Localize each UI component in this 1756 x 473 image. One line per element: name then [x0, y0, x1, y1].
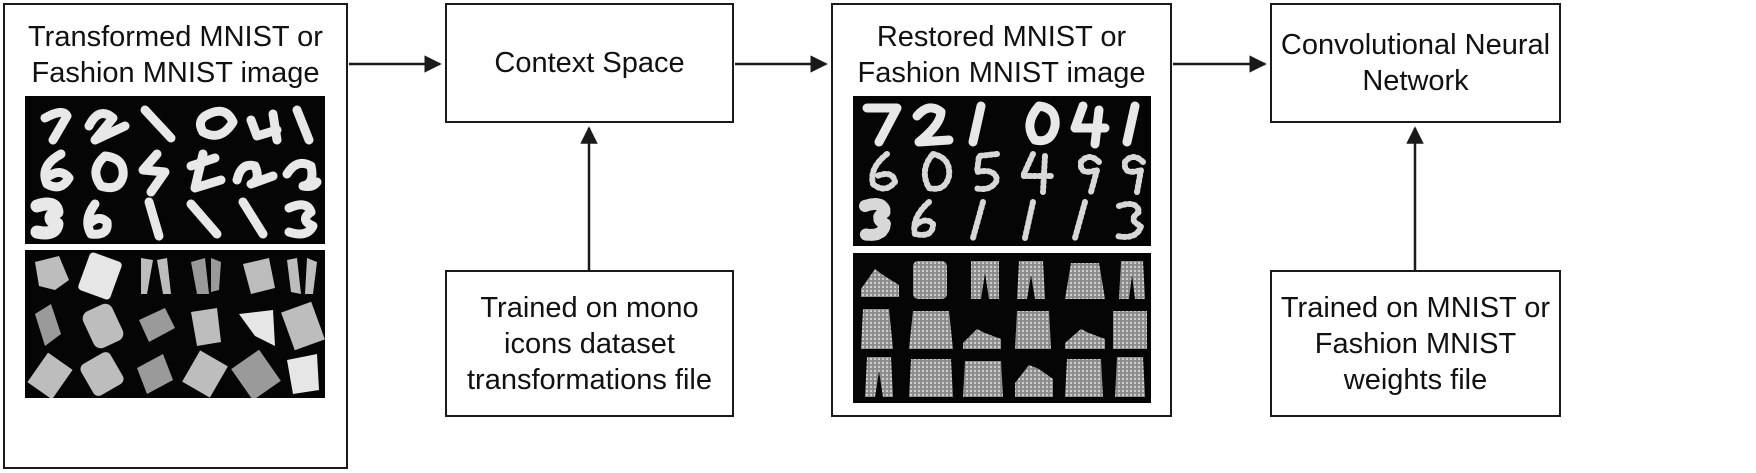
transformed-image-label: Transformed MNIST or Fashion MNIST image	[28, 21, 323, 89]
digit-stroke	[1020, 151, 1054, 195]
garment-shape	[182, 350, 228, 398]
digit-stroke	[238, 197, 268, 239]
digit-stroke	[970, 199, 986, 241]
digit-stroke	[972, 151, 1000, 192]
digit-stroke	[83, 199, 112, 239]
digit-stroke	[1114, 201, 1144, 240]
digit-stroke	[857, 198, 891, 241]
digit-stroke	[186, 199, 222, 239]
transformed-digits-image	[30, 105, 322, 241]
digit-stroke	[144, 197, 164, 241]
garment-shape	[1065, 359, 1103, 397]
garment-shape	[27, 352, 73, 398]
digit-stroke	[921, 151, 953, 192]
garment-shape	[861, 309, 893, 349]
digit-stroke	[1025, 101, 1060, 146]
digit-stroke	[138, 149, 170, 197]
digit-stroke	[40, 108, 72, 145]
digit-stroke	[1072, 199, 1088, 241]
digit-stroke	[292, 105, 314, 145]
digit-stroke	[869, 151, 898, 192]
digit-stroke	[912, 103, 954, 147]
garment-shape	[963, 361, 1003, 397]
garment-shape	[287, 354, 319, 394]
garment-shape	[1015, 311, 1051, 349]
garment-shape	[239, 310, 275, 346]
cnn-label: Convolutional Neural Network	[1280, 29, 1551, 97]
digit-stroke	[84, 109, 130, 145]
garment-shape	[963, 329, 1001, 349]
garment-shape	[137, 354, 173, 394]
digit-stroke	[284, 200, 318, 239]
transformed-fashion-panel	[25, 250, 325, 398]
digit-stroke	[246, 109, 282, 145]
digit-stroke	[1077, 154, 1102, 195]
digit-stroke	[282, 158, 322, 191]
cnn-training-label: Trained on MNIST or Fashion MNIST weight…	[1280, 291, 1551, 396]
restored-image-label: Restored MNIST or Fashion MNIST image	[857, 21, 1146, 89]
digit-stroke	[91, 151, 128, 193]
digit-stroke	[1122, 101, 1140, 147]
digit-stroke	[232, 160, 278, 189]
garment-shape	[243, 258, 275, 294]
garment-shape	[1015, 365, 1053, 397]
cnn-node: Convolutional Neural Network	[1270, 3, 1561, 123]
restored-image-node: Restored MNIST or Fashion MNIST image	[831, 3, 1172, 417]
garment-shape	[865, 357, 893, 397]
context-space-label: Context Space	[494, 47, 685, 79]
cnn-training-node: Trained on MNIST or Fashion MNIST weight…	[1270, 270, 1561, 417]
transformed-mnist-panel	[25, 96, 325, 244]
garment-shape	[1119, 261, 1145, 299]
garment-shape	[191, 308, 221, 346]
garment-shape	[141, 258, 171, 294]
garment-shape	[1115, 357, 1145, 397]
digit-stroke	[186, 149, 226, 193]
garment-shape	[78, 252, 122, 300]
garment-shape	[35, 304, 61, 346]
garment-shape	[82, 303, 124, 349]
digit-stroke	[140, 105, 176, 143]
garment-shape	[231, 349, 281, 398]
restored-digits-image	[857, 101, 1146, 241]
garment-shape	[971, 261, 999, 299]
garment-shape	[35, 256, 69, 290]
digit-stroke	[911, 199, 936, 238]
transformed-fashion-image	[27, 252, 325, 398]
digit-stroke	[195, 106, 238, 140]
digit-stroke	[1022, 199, 1036, 241]
garment-shape	[139, 308, 175, 342]
garment-shape	[281, 301, 325, 351]
restored-fashion-panel	[853, 253, 1151, 403]
garment-shape	[909, 359, 953, 397]
garment-shape	[1065, 329, 1105, 349]
garment-shape	[913, 261, 947, 299]
garment-shape	[1065, 263, 1105, 299]
digit-stroke	[1070, 101, 1110, 149]
restored-mnist-panel	[853, 96, 1151, 246]
digit-stroke	[862, 103, 902, 147]
garment-shape	[80, 352, 124, 396]
digit-stroke	[40, 149, 74, 192]
digit-stroke	[30, 197, 64, 240]
garment-shape	[909, 311, 953, 349]
digit-stroke	[1121, 154, 1146, 195]
context-training-node: Trained on mono icons dataset transforma…	[445, 270, 734, 417]
garment-shape	[861, 269, 899, 297]
restored-fashion-image	[861, 261, 1147, 397]
garment-shape	[191, 258, 221, 294]
context-training-label: Trained on mono icons dataset transforma…	[467, 291, 712, 396]
garment-shape	[1113, 311, 1147, 349]
garment-shape	[287, 258, 317, 294]
garment-shape	[1017, 261, 1045, 299]
context-space-node: Context Space	[445, 3, 734, 123]
transformed-image-node: Transformed MNIST or Fashion MNIST image	[3, 3, 348, 469]
digit-stroke	[968, 101, 986, 147]
